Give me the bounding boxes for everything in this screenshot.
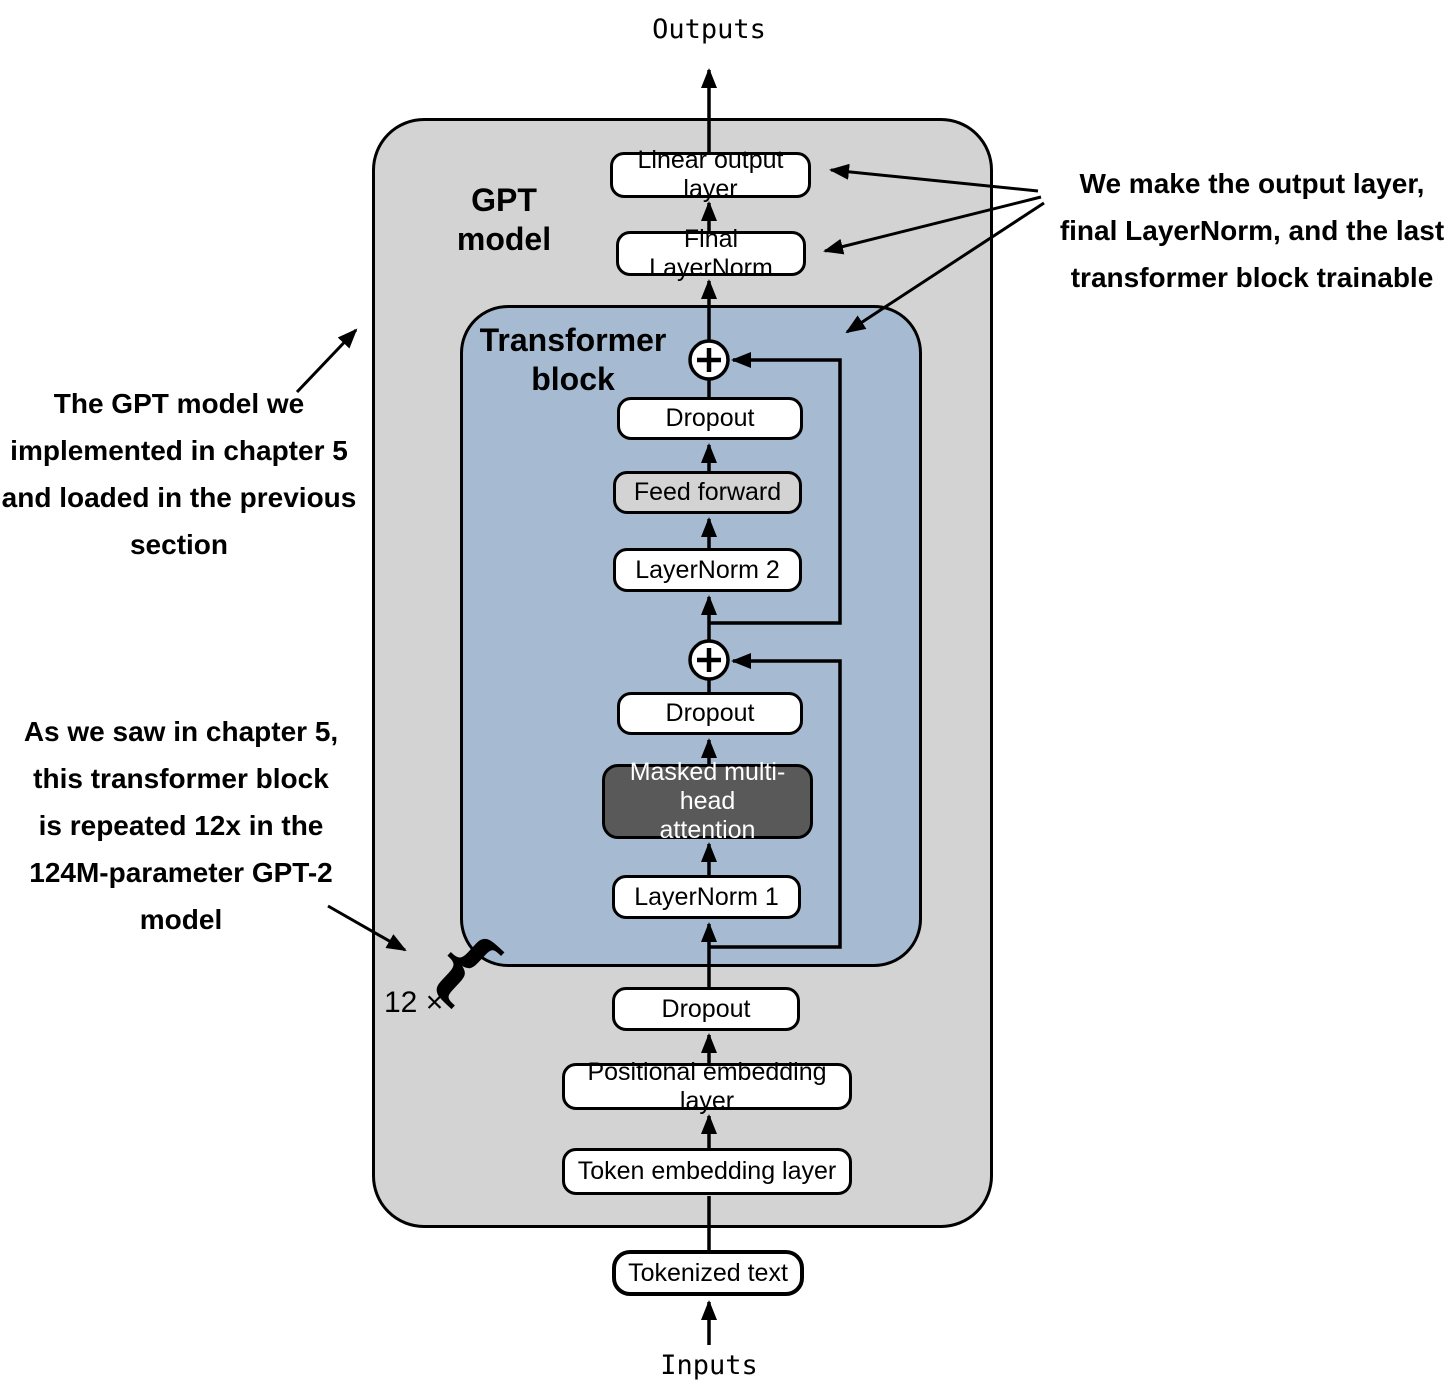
outputs-label: Outputs	[652, 14, 766, 45]
dropout-box-top: Dropout	[617, 397, 803, 440]
inputs-label: Inputs	[660, 1350, 758, 1381]
positional-embedding-layer-box: Positional embedding layer	[562, 1058, 852, 1115]
layernorm-1-box: LayerNorm 1	[612, 875, 801, 919]
transformer-block-label: Transformer block	[479, 322, 667, 397]
repeat-annotation: As we saw in chapter 5, this transformer…	[23, 716, 339, 935]
token-embedding-layer-box: Token embedding layer	[562, 1148, 852, 1195]
layernorm-2-box: LayerNorm 2	[613, 548, 802, 592]
dropout-box-bottom: Dropout	[612, 987, 800, 1031]
final-layernorm-box: Final LayerNorm	[616, 225, 806, 282]
repeat-count-label: 12 ×	[384, 986, 444, 1019]
feed-forward-box: Feed forward	[613, 471, 802, 514]
gpt-model-annotation: The GPT model we implemented in chapter …	[1, 388, 357, 560]
tokenized-text-box: Tokenized text	[612, 1250, 804, 1296]
trainable-annotation: We make the output layer, final LayerNor…	[1059, 168, 1445, 293]
gpt-model-label: GPT model	[456, 182, 552, 257]
linear-output-layer-box: Linear output layer	[610, 146, 811, 203]
masked-multi-head-attention-box: Masked multi-head attention	[602, 758, 813, 844]
dropout-box-middle: Dropout	[617, 692, 803, 735]
